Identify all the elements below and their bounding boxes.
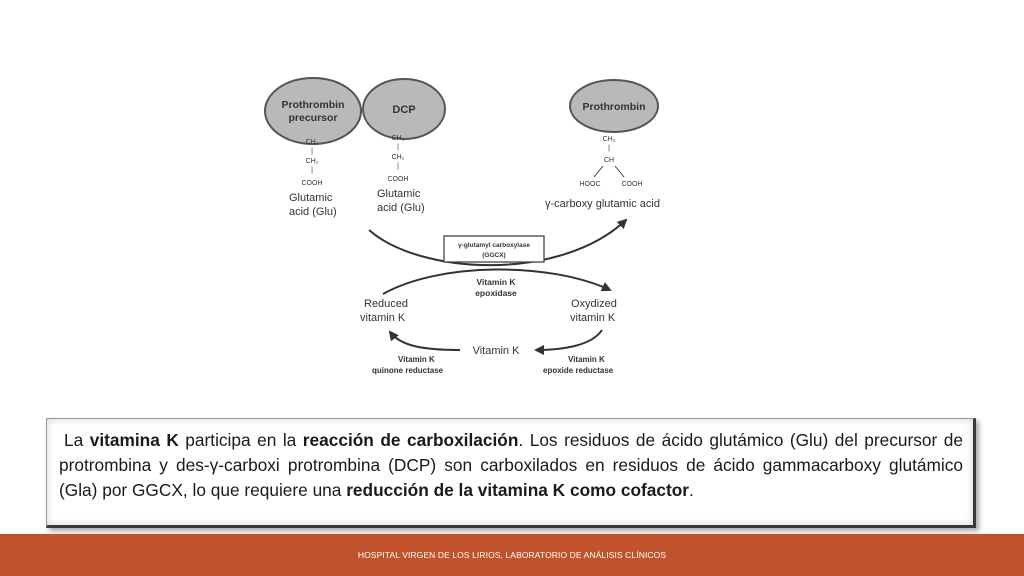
glu-mid-label-1: Glutamic (377, 188, 421, 200)
svg-text:HOOC: HOOC (580, 181, 601, 188)
epoxide-reductase-label-2: epoxide reductase (543, 366, 614, 375)
svg-text:CH₂: CH₂ (392, 154, 405, 161)
svg-text:CH₂: CH₂ (392, 135, 405, 142)
vitamin-k-to-reduced-arrow (388, 330, 461, 351)
svg-text:CH₂: CH₂ (603, 136, 616, 143)
glu-left-label-1: Glutamic (289, 192, 333, 204)
vitamin-k-epoxidase-label-1: Vitamin K (476, 277, 516, 287)
svg-text:|: | (311, 167, 313, 174)
text-segment: . (689, 480, 694, 500)
carboxylation-arrow (368, 218, 628, 267)
vitamin-k-epoxidase-arrow (382, 268, 612, 295)
footer-text: HOSPITAL VIRGEN DE LOS LIRIOS, LABORATOR… (357, 550, 667, 560)
quinone-reductase-label-2: quinone reductase (372, 366, 444, 375)
ggcx-box (443, 235, 545, 263)
bold-reduccion-cofactor: reducción de la vitamina K como cofactor (346, 480, 690, 500)
ggcx-label-1: γ-glutamyl carboxylase (458, 242, 530, 249)
glu-mid-formula: CH₂ | CH₂ | COOH (388, 135, 409, 183)
vitamin-k-epoxidase-label-2: epoxidase (475, 288, 517, 298)
prothrombin-precursor-label-1: Prothrombin (282, 99, 345, 111)
text-segment: . Los residuos de ácido glutámico (Glu) … (59, 430, 963, 500)
prothrombin-ellipse (569, 79, 659, 133)
svg-text:|: | (608, 145, 610, 152)
oxidized-vitamin-k-label-1: Oxydized (571, 298, 617, 310)
glu-mid-label-2: acid (Glu) (377, 202, 425, 214)
glu-left-formula: CH₂ | CH₂ | COOH (302, 139, 323, 187)
svg-text:CH₂: CH₂ (306, 158, 319, 165)
svg-text:COOH: COOH (302, 180, 323, 187)
explanation-textbox: La vitamina K participa en la reacción d… (46, 418, 976, 528)
prothrombin-label: Prothrombin (583, 101, 646, 113)
prothrombin-precursor-ellipse (264, 77, 362, 145)
dcp-label: DCP (392, 104, 415, 116)
epoxide-reductase-label-1: Vitamin K (568, 355, 605, 364)
text-segment: La (64, 430, 90, 450)
text-segment: participa en la (178, 430, 303, 450)
bold-reaccion-carboxilacion: reacción de carboxilación (302, 430, 519, 450)
svg-text:|: | (397, 163, 399, 170)
vitamin-k-cycle-diagram: Prothrombin precursor DCP Prothrombin CH… (264, 77, 660, 375)
ggcx-label-2: (GGCX) (482, 252, 505, 259)
quinone-reductase-label-1: Vitamin K (398, 355, 435, 364)
svg-text:|: | (397, 144, 399, 151)
prothrombin-precursor-label-2: precursor (288, 112, 337, 124)
dcp-ellipse (362, 78, 446, 140)
reduced-vitamin-k-label-1: Reduced (364, 298, 408, 310)
oxidized-to-vitamin-k-arrow (534, 329, 603, 355)
svg-text:COOH: COOH (622, 181, 643, 188)
vitamin-k-label: Vitamin K (473, 345, 521, 357)
reduced-vitamin-k-label-2: vitamin K (360, 312, 406, 324)
oxidized-vitamin-k-label-2: vitamin K (570, 312, 616, 324)
explanation-paragraph: La vitamina K participa en la reacción d… (59, 428, 963, 503)
svg-text:COOH: COOH (388, 176, 409, 183)
gla-formula: CH₂ | CH HOOC COOH (580, 136, 643, 188)
svg-text:CH₂: CH₂ (306, 139, 319, 146)
footer-bar: HOSPITAL VIRGEN DE LOS LIRIOS, LABORATOR… (0, 534, 1024, 576)
svg-text:CH: CH (604, 157, 614, 164)
svg-text:|: | (311, 148, 313, 155)
bold-vitamina-k: vitamina K (89, 430, 179, 450)
gla-label: γ-carboxy glutamic acid (545, 198, 660, 210)
glu-left-label-2: acid (Glu) (289, 206, 337, 218)
